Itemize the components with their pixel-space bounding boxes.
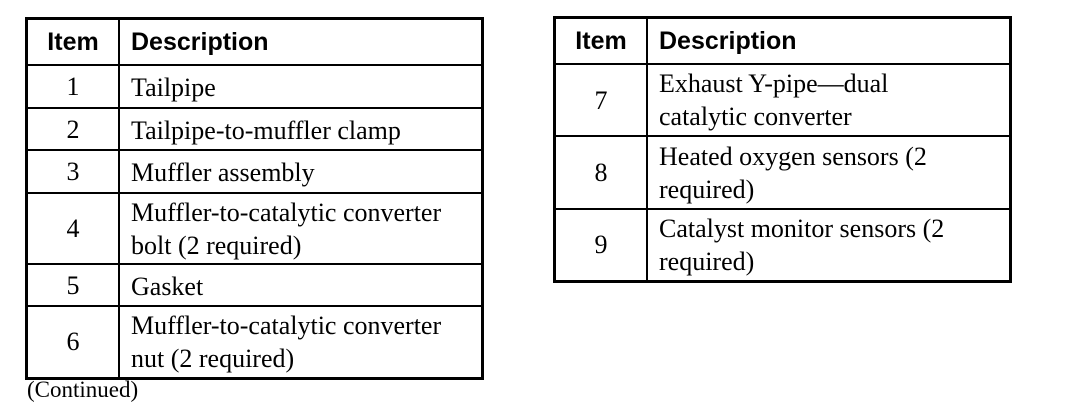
item-number: 7: [553, 63, 648, 137]
item-number: 4: [25, 192, 120, 265]
table-row: 3 Muffler assembly: [25, 149, 484, 194]
item-description: Tailpipe-to-muffler clamp: [118, 107, 484, 151]
item-description: Muffler-to-catalytic converter nut (2 re…: [118, 305, 484, 379]
item-description: Exhaust Y-pipe—dual catalytic converter: [646, 63, 1012, 137]
column-header-description: Description: [646, 16, 1012, 65]
item-description-text: Tailpipe: [131, 73, 216, 103]
continued-note: (Continued): [27, 377, 139, 402]
item-description-text: Catalyst monitor sensors (2 required): [659, 213, 945, 276]
table-row: 5 Gasket: [25, 263, 484, 307]
parts-table-left: Item Description 1 Tailpipe 2 Tailpipe-t…: [25, 17, 484, 380]
item-description: Muffler-to-catalytic converter bolt (2 r…: [118, 192, 484, 265]
table-row: 2 Tailpipe-to-muffler clamp: [25, 107, 484, 151]
item-number: 2: [25, 107, 120, 151]
item-description-text: Heated oxygen sensors (2 required): [659, 141, 927, 204]
table-row: 1 Tailpipe: [25, 64, 484, 109]
table-row: 6 Muffler-to-catalytic converter nut (2 …: [25, 305, 484, 379]
item-description-text: Muffler-to-catalytic converter nut (2 re…: [131, 310, 442, 373]
column-header-item: Item: [25, 17, 120, 66]
table-row: 7 Exhaust Y-pipe—dual catalytic converte…: [553, 63, 1012, 137]
item-description: Muffler assembly: [118, 149, 484, 194]
item-number: 5: [25, 263, 120, 307]
item-description: Tailpipe: [118, 64, 484, 109]
item-number: 8: [553, 135, 648, 210]
item-number: 9: [553, 208, 648, 282]
table-row: 8 Heated oxygen sensors (2 required): [553, 135, 1012, 210]
item-description-text: Gasket: [131, 271, 204, 301]
table-header-row: Item Description: [553, 16, 1012, 65]
item-description-text: Muffler-to-catalytic converter bolt (2 r…: [131, 197, 442, 260]
item-number: 3: [25, 149, 120, 194]
item-description-text: Muffler assembly: [131, 158, 315, 188]
parts-table-right: Item Description 7 Exhaust Y-pipe—dual c…: [553, 16, 1012, 283]
table-row: 4 Muffler-to-catalytic converter bolt (2…: [25, 192, 484, 265]
item-number: 6: [25, 305, 120, 379]
item-description: Heated oxygen sensors (2 required): [646, 135, 1012, 210]
item-description-text: Exhaust Y-pipe—dual catalytic converter: [659, 69, 889, 131]
table-row: 9 Catalyst monitor sensors (2 required): [553, 208, 1012, 282]
item-description: Gasket: [118, 263, 484, 307]
item-description-text: Tailpipe-to-muffler clamp: [131, 115, 401, 145]
column-header-item: Item: [553, 16, 648, 65]
column-header-description: Description: [118, 17, 484, 66]
item-number: 1: [25, 64, 120, 109]
item-description: Catalyst monitor sensors (2 required): [646, 208, 1012, 282]
table-header-row: Item Description: [25, 17, 484, 66]
